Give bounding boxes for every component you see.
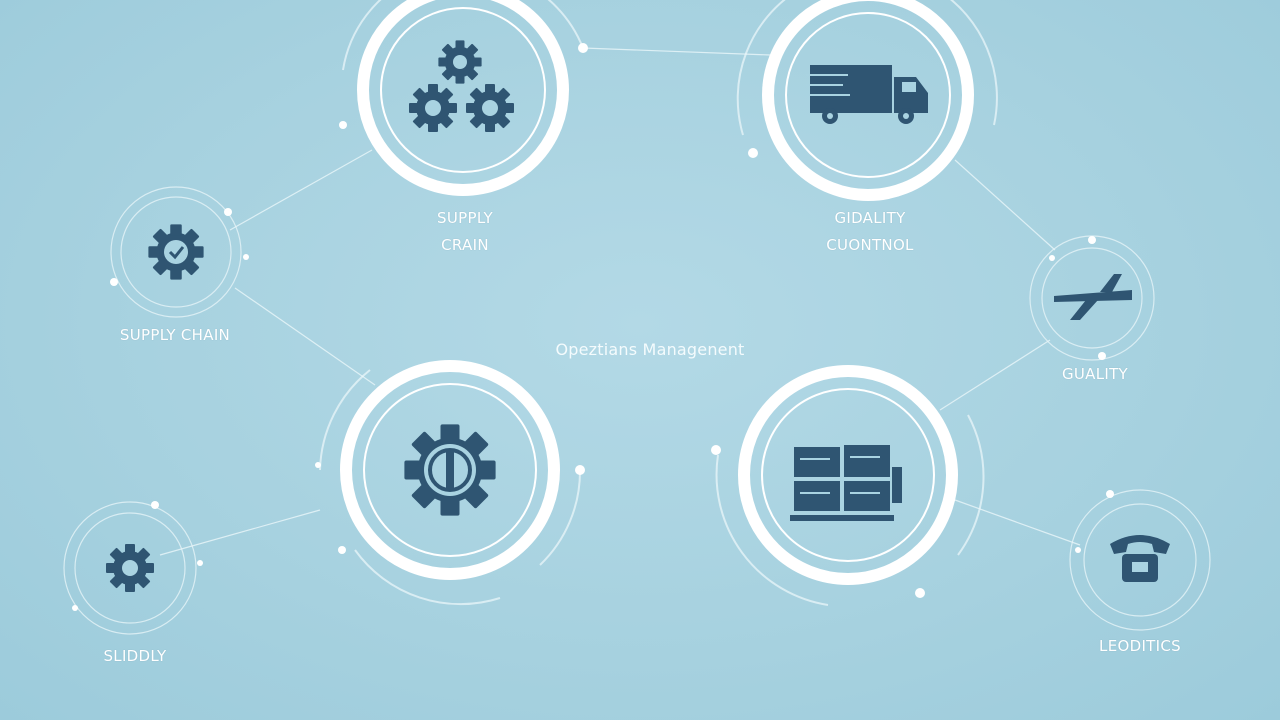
label-quality-control: GIDALITY CUONTNOL xyxy=(826,209,914,254)
connector-lines xyxy=(159,47,1081,556)
phone-icon xyxy=(1110,535,1170,582)
node-phone xyxy=(1069,489,1211,631)
truck-icon xyxy=(806,65,928,124)
warehouse-icon xyxy=(790,445,902,521)
node-gear-check xyxy=(110,186,249,318)
gear-icon xyxy=(106,544,154,592)
gear-check-icon xyxy=(148,224,204,280)
node-gears xyxy=(339,0,588,196)
gears-icon xyxy=(409,40,514,132)
label-supply-chain-top: SUPPLY CRAIN xyxy=(437,209,493,254)
label-supply-chain-left: SUPPLY CHAIN xyxy=(119,326,231,344)
label-quality: GUALITY xyxy=(1061,365,1129,383)
airplane-icon xyxy=(1054,274,1132,320)
node-warehouse xyxy=(711,365,985,606)
node-small-gear xyxy=(63,501,203,635)
diagram-title: Opeztians Managenent xyxy=(555,340,745,359)
label-supply: SLIDDLY xyxy=(103,647,167,665)
node-truck xyxy=(736,0,998,201)
label-logistics: LEODITICS xyxy=(1099,637,1181,655)
gear-icon xyxy=(404,424,496,516)
node-center-gear xyxy=(315,360,585,606)
node-airplane xyxy=(1029,235,1155,361)
